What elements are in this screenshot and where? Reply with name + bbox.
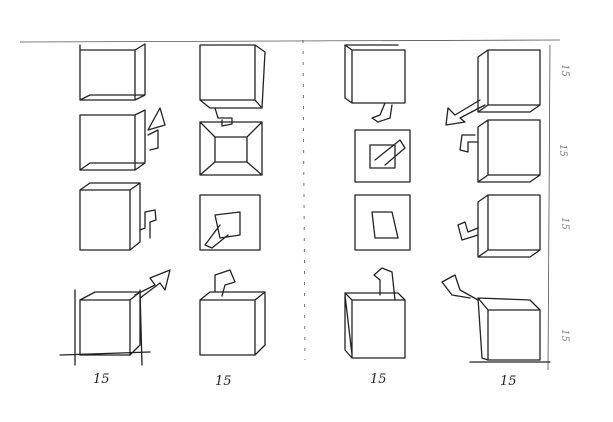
hook-icon	[373, 267, 396, 301]
arrow-icon	[445, 99, 486, 126]
hook-icon	[457, 221, 479, 241]
hook-icon	[459, 134, 478, 153]
arrow-icon	[147, 107, 166, 151]
cube-col1-row1	[79, 43, 146, 101]
side-dimension-label: 15	[558, 64, 570, 77]
dimension-label: 15	[370, 372, 387, 387]
arrow-icon	[441, 274, 479, 301]
cube-col2-row4	[199, 269, 266, 356]
side-dimension-label: 15	[556, 144, 568, 157]
side-dimension-label: 15	[558, 217, 570, 230]
side-dimension-label: 15	[558, 329, 570, 342]
cube-col1-row3	[79, 182, 157, 251]
cube-col3-row4	[344, 267, 406, 359]
cube-col2-row1	[199, 44, 266, 127]
dimension-label: 15	[500, 374, 517, 389]
hook-icon	[214, 107, 233, 127]
top-guide-line	[19, 39, 561, 43]
dimension-label: 15	[93, 372, 110, 387]
square-col3-row3	[354, 194, 411, 251]
right-guide-line	[547, 44, 551, 371]
cube-col4-row4	[441, 274, 551, 363]
cube-col1-row2	[79, 107, 166, 171]
center-divider	[302, 39, 306, 361]
dimension-label: 15	[215, 374, 232, 389]
square-col3-row2	[354, 129, 411, 183]
cube-col4-row1	[445, 49, 541, 126]
cube-col4-row2	[459, 119, 541, 183]
arrow-icon	[134, 269, 171, 299]
hook-icon	[139, 209, 157, 239]
cube-col4-row3	[457, 194, 541, 258]
cube-col1-row4	[59, 269, 171, 366]
square-col2-row2	[199, 121, 263, 176]
hook-icon	[371, 102, 393, 123]
square-col2-row3	[199, 194, 261, 251]
cube-col3-row1	[344, 44, 406, 123]
hook-icon	[214, 269, 236, 297]
